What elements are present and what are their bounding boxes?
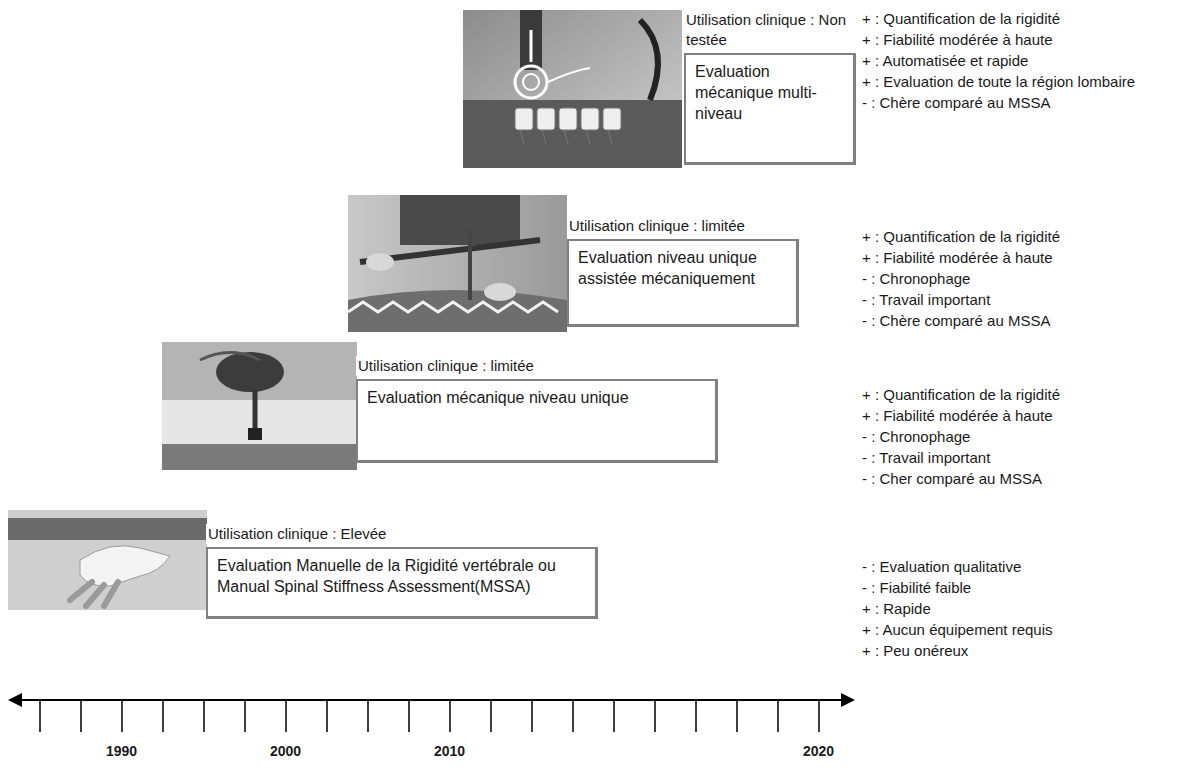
clinical-use-heading: Utilisation clinique : limitée: [356, 356, 718, 376]
pros-cons-item: + : Fiabilité modérée à haute: [862, 29, 1198, 50]
clinical-use-heading: Utilisation clinique : Non testée: [684, 10, 856, 50]
method-name: Evaluation mécanique niveau unique: [356, 379, 718, 463]
method-box: Utilisation clinique : limitéeEvaluation…: [567, 216, 799, 327]
pros-cons-item: + : Aucun équipement requis: [862, 619, 1198, 640]
pros-cons-item: - : Evaluation qualitative: [862, 556, 1198, 577]
pros-cons-item: - : Travail important: [862, 289, 1198, 310]
pros-cons-list: + : Quantification de la rigidité+ : Fia…: [862, 8, 1198, 113]
pros-cons-list: + : Quantification de la rigidité+ : Fia…: [862, 384, 1198, 489]
pros-cons-item: - : Chère comparé au MSSA: [862, 92, 1198, 113]
method-name: Evaluation mécanique multi-niveau: [684, 53, 856, 165]
clinical-use-heading: Utilisation clinique : limitée: [567, 216, 799, 236]
method-box: Utilisation clinique : limitéeEvaluation…: [356, 356, 718, 463]
year-label: 2020: [803, 742, 834, 760]
pros-cons-item: + : Quantification de la rigidité: [862, 8, 1198, 29]
pros-cons-item: + : Quantification de la rigidité: [862, 384, 1198, 405]
pros-cons-item: - : Chronophage: [862, 426, 1198, 447]
pros-cons-item: + : Evaluation de toute la région lombai…: [862, 71, 1198, 92]
pros-cons-item: + : Peu onéreux: [862, 640, 1198, 661]
photo-single-level: [162, 342, 357, 470]
method-box: Utilisation clinique : Non testéeEvaluat…: [684, 10, 856, 165]
photo-manual: [8, 510, 207, 610]
pros-cons-list: + : Quantification de la rigidité+ : Fia…: [862, 226, 1198, 331]
year-label: 2010: [434, 742, 465, 760]
pros-cons-item: - : Cher comparé au MSSA: [862, 468, 1198, 489]
pros-cons-item: - : Chère comparé au MSSA: [862, 310, 1198, 331]
method-name: Evaluation Manuelle de la Rigidité verté…: [206, 547, 598, 619]
year-label: 2000: [270, 742, 301, 760]
pros-cons-item: + : Quantification de la rigidité: [862, 226, 1198, 247]
pros-cons-item: + : Rapide: [862, 598, 1198, 619]
photo-multilevel: [463, 10, 682, 168]
pros-cons-item: - : Fiabilité faible: [862, 577, 1198, 598]
pros-cons-item: - : Chronophage: [862, 268, 1198, 289]
pros-cons-item: + : Fiabilité modérée à haute: [862, 247, 1198, 268]
pros-cons-item: + : Automatisée et rapide: [862, 50, 1198, 71]
pros-cons-item: + : Fiabilité modérée à haute: [862, 405, 1198, 426]
photo-assisted: [348, 195, 567, 332]
clinical-use-heading: Utilisation clinique : Elevée: [206, 524, 598, 544]
method-box: Utilisation clinique : ElevéeEvaluation …: [206, 524, 598, 619]
timeline: [8, 693, 855, 732]
pros-cons-item: - : Travail important: [862, 447, 1198, 468]
method-name: Evaluation niveau unique assistée mécani…: [567, 239, 799, 327]
pros-cons-list: - : Evaluation qualitative- : Fiabilité …: [862, 556, 1198, 661]
year-label: 1990: [106, 742, 137, 760]
